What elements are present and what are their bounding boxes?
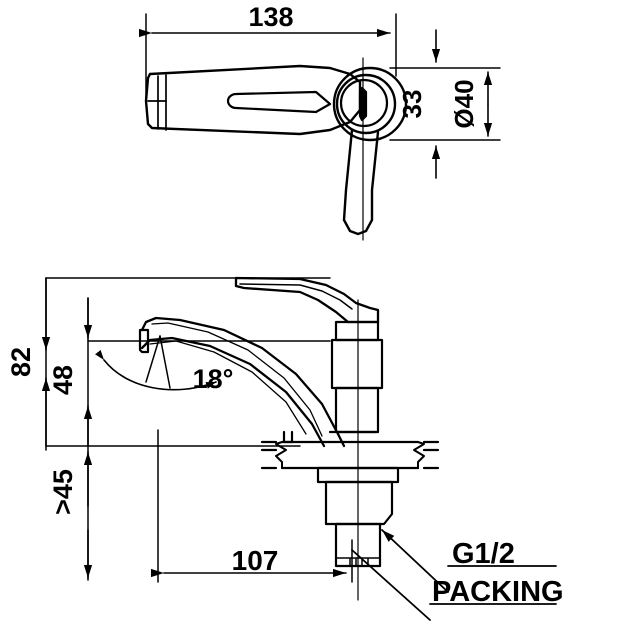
spout-upper-curve — [140, 316, 346, 448]
mounting-deck — [260, 430, 440, 470]
label-107: 107 — [232, 545, 279, 576]
angle-leg-right — [159, 335, 171, 389]
break-symbol-right — [413, 441, 425, 469]
stem-body — [330, 338, 384, 390]
label-138: 138 — [248, 2, 293, 32]
spout-lower-curve — [140, 336, 326, 448]
handle-body — [144, 64, 362, 136]
stem-collar — [334, 320, 380, 342]
leader-line — [351, 549, 431, 621]
nut-body — [324, 480, 394, 526]
extension-lines-33 — [389, 67, 501, 141]
body-mid-circle — [335, 73, 397, 135]
dimension-labels: 138 33 Ø40 82 48 >45 107 18° G1/2 PACKIN… — [6, 2, 564, 608]
leader-packing — [351, 549, 557, 621]
angle-arc — [95, 349, 217, 391]
handle-end-cap — [147, 74, 167, 131]
label-angle-18: 18° — [193, 364, 234, 394]
leader-line — [381, 529, 449, 593]
label-g12: G1/2 — [452, 538, 515, 570]
spout-inner-line-2 — [149, 340, 307, 435]
label-diameter-40: Ø40 — [449, 79, 479, 128]
deck-boss-left — [282, 430, 294, 444]
valve-body-circle — [332, 66, 408, 142]
body-inner-circle — [339, 78, 389, 128]
recess-outline — [226, 90, 332, 114]
body-outer-circle — [332, 66, 408, 142]
label-82: 82 — [6, 347, 36, 377]
break-symbol-left — [275, 441, 287, 469]
handle-side-inner — [239, 283, 353, 310]
lever-handle-side — [234, 276, 380, 324]
valve-stem-housing — [330, 320, 384, 434]
label-48: 48 — [48, 365, 78, 395]
label-packing: PACKING — [432, 576, 564, 608]
spout-outline — [342, 128, 380, 236]
top-view-group — [139, 13, 501, 241]
extension-lines-138 — [145, 13, 397, 102]
handle-recess — [226, 90, 332, 114]
lever-handle-outline — [144, 64, 362, 136]
leader-g12 — [381, 529, 557, 593]
label-gt45: >45 — [48, 469, 78, 515]
spout-aerator-tip — [138, 328, 150, 354]
spout-side-view — [138, 316, 346, 448]
stem-lower — [334, 386, 380, 434]
label-33: 33 — [397, 90, 427, 119]
side-view-group — [41, 276, 557, 621]
spout-top-view — [342, 128, 380, 236]
spout-inner-line-1 — [151, 322, 323, 437]
